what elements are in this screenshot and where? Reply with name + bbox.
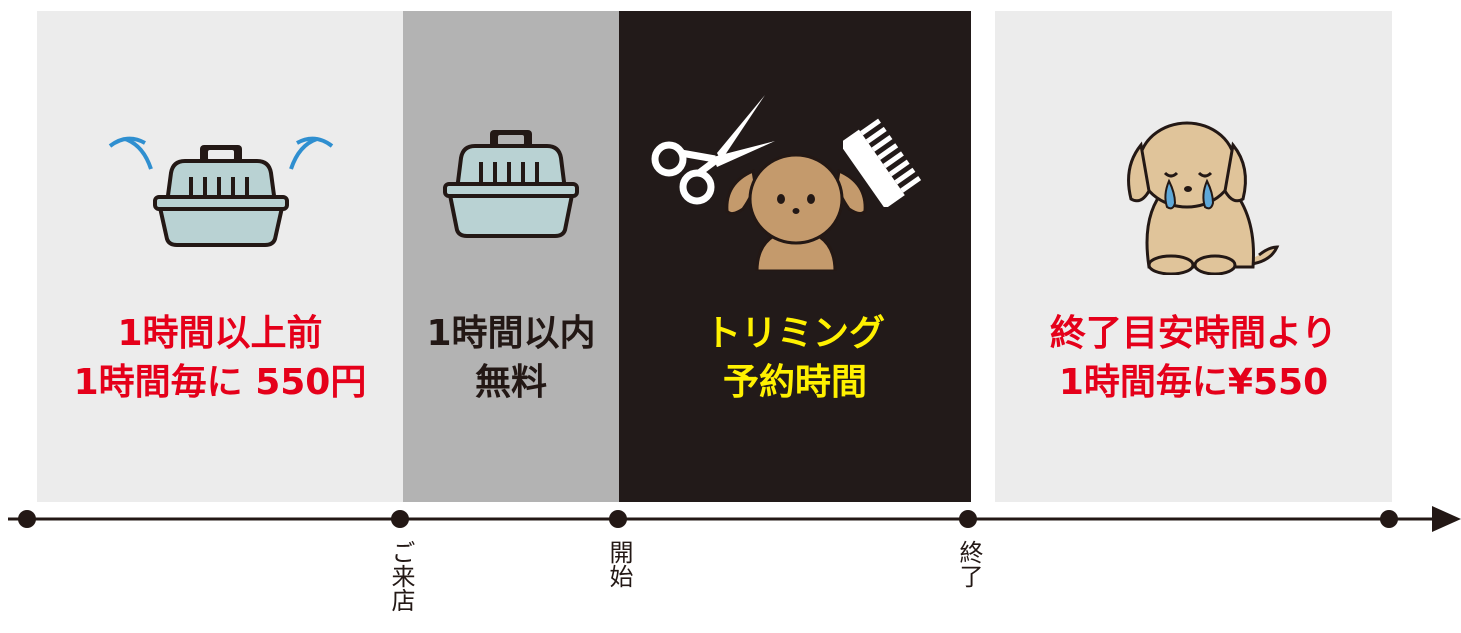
panel-after-end: 終了目安時間より 1時間毎に¥550 [995, 11, 1392, 502]
panel-line2: 予約時間 [722, 362, 867, 403]
label-start: 開始 [605, 540, 633, 588]
panel-line1: 終了目安時間より [1049, 313, 1338, 354]
happy-dog-icon [725, 153, 867, 271]
panel-line1: 1時間以上前 [117, 313, 323, 354]
panel-line2: 無料 [474, 362, 547, 403]
pet-carrier-shaking-icon [108, 136, 334, 247]
timeline-arrow [1432, 506, 1461, 532]
panel-text: 1時間以上前 1時間毎に 550円 [37, 309, 403, 407]
crying-dog-icon [1127, 121, 1280, 275]
panel-before-1h: 1時間以上前 1時間毎に 550円 [37, 11, 403, 502]
scissors-icon [651, 95, 775, 205]
panel-line1: 1時間以内 [426, 313, 596, 354]
label-end: 終了 [955, 540, 983, 588]
timeline-dot-last [1380, 510, 1398, 528]
timeline-dot-arrival [391, 510, 409, 528]
panel-line2: 1時間毎に 550円 [73, 362, 367, 403]
panel-line2: 1時間毎に¥550 [1058, 362, 1329, 403]
panel-line1: トリミング [704, 313, 885, 354]
panel-text: 1時間以内 無料 [403, 309, 619, 407]
panel-text: トリミング 予約時間 [619, 309, 971, 407]
panel-within-1h: 1時間以内 無料 [403, 11, 619, 502]
pet-carrier-icon [443, 130, 579, 238]
timeline-dot-start [18, 510, 36, 528]
comb-icon [843, 118, 922, 207]
timeline-dot-trim-end [959, 510, 977, 528]
timeline-dot-trim-start [609, 510, 627, 528]
label-arrival: ご来店 [387, 540, 415, 612]
panel-trimming: トリミング 予約時間 [619, 11, 971, 502]
panel-text: 終了目安時間より 1時間毎に¥550 [995, 309, 1392, 407]
